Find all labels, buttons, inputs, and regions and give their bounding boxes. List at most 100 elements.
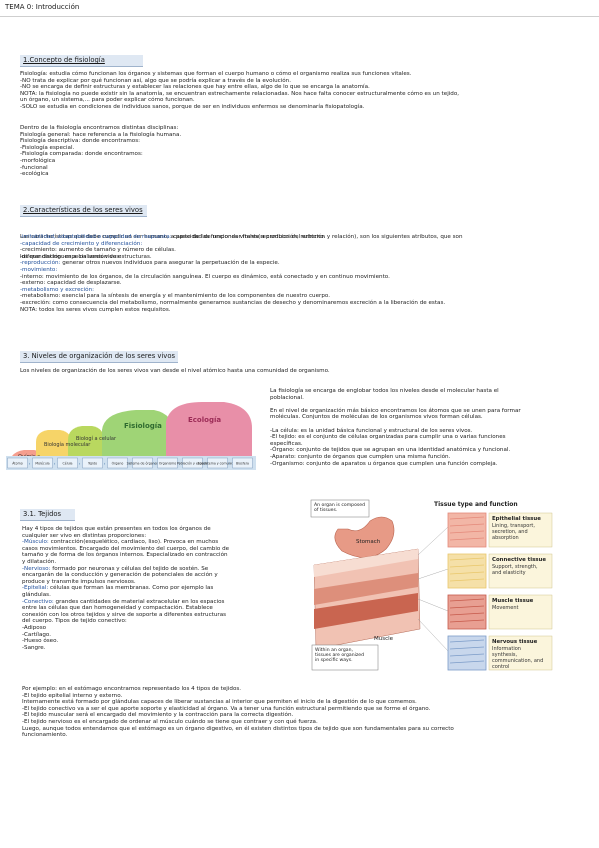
section-1-disciplines-line: Dentro de la fisiología encontramos dist…	[20, 125, 179, 131]
tissue-name: Muscle tissue	[492, 598, 534, 604]
characteristic-item: -externo: capacidad de desplazarse.	[20, 280, 445, 287]
characteristic-item-key: -metabolismo y excreción:	[20, 286, 94, 293]
tissue-item-text: -Cartílago.	[22, 631, 52, 638]
level-step-label: Átomo	[12, 461, 22, 466]
section-heading-1: 1.Concepto de fisiología	[20, 55, 143, 67]
tissue-item: cualquier ser vivo en distintas proporci…	[22, 533, 229, 540]
tissue-item-key: -Epitelial:	[22, 585, 49, 592]
section-2-list: -irritabilidad, adaptabilidad o capacida…	[20, 234, 445, 313]
tissue-item-key: -Conectivo:	[22, 598, 54, 605]
tissue-name: Nervous tissue	[492, 639, 538, 645]
tissue-description: Movement	[492, 605, 519, 611]
tissue-item-text: -Sangre.	[22, 644, 46, 651]
organization-levels-diagram: Químic a Biología molecular Biologí a ce…	[6, 402, 256, 470]
tissue-item-text: conexión con los otros tejidos y sirve d…	[22, 611, 227, 618]
level-arrow-icon: ›	[129, 461, 131, 466]
tissue-item: entre las células que dan homogeneidad y…	[22, 605, 229, 612]
stomach-example-line: -El tejido nervioso es el encargado de o…	[22, 718, 318, 725]
section-3-description-line	[270, 401, 521, 408]
section-3-description-line: -Organismo: conjunto de aparatos u órgan…	[270, 460, 498, 467]
level-step-box	[57, 457, 78, 469]
section-1-line: Fisiología: estudia cómo funcionan los ó…	[20, 71, 412, 77]
level-arrow-icon: ›	[54, 461, 56, 466]
tissue-item: glándulas.	[22, 592, 229, 599]
section-3-description: La fisiología se encarga de englobar tod…	[270, 388, 521, 467]
tissue-item-key: -Nervioso:	[22, 565, 51, 572]
characteristic-item-key: -irritabilidad, adaptabilidad o capacida…	[20, 234, 172, 240]
level-step-box	[32, 457, 53, 469]
tissue-description: Support, strength,	[492, 564, 538, 570]
tissue-item-text: -Hueso óseo.	[22, 638, 59, 645]
tissue-item: -Nervioso: formado por neuronas y célula…	[22, 566, 229, 573]
stomach-label: Stomach	[356, 539, 381, 545]
tissue-item-text: del cuerpo. Tipos de tejido conectivo:	[22, 618, 127, 625]
level-arrow-icon: ›	[179, 461, 181, 466]
tissue-description: synthesis,	[492, 652, 518, 658]
section-3-description-line: moléculas. Conjuntos de moléculas de los…	[270, 414, 483, 421]
tissue-item: -Cartílago.	[22, 632, 229, 639]
label-physiology: Fisiología	[124, 422, 162, 430]
tissue-item-text: tamaño y de forma de los órganos interno…	[22, 552, 228, 559]
section-3-intro: Los niveles de organización de los seres…	[20, 368, 330, 374]
characteristic-item-text: -externo: capacidad de desplazarse.	[20, 280, 122, 287]
callout-bottom	[311, 644, 379, 671]
characteristic-item: -crecimiento: aumento de tamaño y número…	[20, 247, 445, 254]
label-ecology: Ecología	[188, 416, 221, 424]
level-step-box	[7, 457, 28, 469]
tissue-info-box	[488, 512, 553, 548]
tissue-item-text: glándulas.	[22, 591, 51, 598]
characteristic-item: NOTA: todos los seres vivos cumplen esto…	[20, 307, 445, 314]
tissue-item: del cuerpo. Tipos de tejido conectivo:	[22, 618, 229, 625]
stomach-shape	[334, 516, 395, 558]
tissue-header: Tissue type and function	[434, 501, 518, 508]
tissue-name: Epithelial tissue	[492, 516, 541, 522]
stomach-example-line: -El tejido epitelial interno y externo.	[22, 692, 123, 699]
tissue-item: tamaño y de forma de los órganos interno…	[22, 552, 229, 559]
stomach-example-line: Luego, aunque todos entendamos que el es…	[22, 725, 454, 732]
ecology-hump	[166, 402, 252, 470]
section-1-disciplines-line: -morfológica	[20, 157, 56, 164]
characteristic-item: -movimiento:	[20, 267, 445, 274]
section-3-description-line: En el nivel de organización más básico e…	[270, 407, 521, 414]
section-3-description-line: -Órgano: conjunto de tejidos que se agru…	[270, 447, 511, 454]
tissue-description: control	[492, 664, 509, 670]
tissue-item: Hay 4 tipos de tejidos que están present…	[22, 526, 229, 533]
section-1-disciplines-line: -ecológica	[20, 171, 49, 178]
callout-top	[310, 499, 370, 518]
level-arrow-icon: ›	[29, 461, 31, 466]
section-2-intro-line-1: Las características que debe cumplir un …	[20, 234, 463, 241]
level-step-label: Ecosistema y comunidad	[198, 462, 238, 466]
section-1-disciplines-line: -Fisiología comparada: donde encontramos…	[20, 151, 143, 158]
tissue-description: secretion, and	[492, 529, 528, 535]
tissue-item-text: -Adiposo	[22, 624, 47, 631]
label-cell: Biologí a celular	[76, 435, 117, 442]
level-step-label: Sistema de órganos	[127, 462, 159, 466]
tissue-description: communication, and	[492, 658, 543, 664]
level-arrow-icon: ›	[79, 461, 81, 466]
section-1-disciplines-line: Fisiología general: hace referencia a la…	[20, 131, 182, 138]
wall-layer-3	[314, 593, 418, 629]
characteristic-item-text: NOTA: todos los seres vivos cumplen esto…	[20, 306, 171, 313]
level-arrow-icon: ›	[204, 461, 206, 466]
document-title: TEMA 0: Introducción	[5, 3, 80, 11]
tissue-description: Lining, transport,	[492, 523, 535, 529]
section-1-disciplines-line: -funcional	[20, 164, 48, 171]
wall-layer-2	[314, 573, 418, 605]
characteristic-item-text: -crecimiento: aumento de tamaño y número…	[20, 247, 176, 254]
tissue-item-text: entre las células que dan homogeneidad y…	[22, 605, 213, 612]
level-step-label: Órgano	[112, 461, 124, 466]
muscle-label: Muscle	[374, 636, 394, 642]
tissue-description: Information	[492, 646, 521, 652]
stomach-example-line: Por ejemplo: en el estómago encontramos …	[22, 686, 242, 692]
section-1-line: -NO se encarga de definir estructuras y …	[20, 84, 370, 91]
tissue-description: absorption	[492, 535, 519, 541]
level-step-label: Organismo	[159, 462, 176, 466]
characteristic-item-text: capacidad de responder frente a cambios …	[171, 234, 326, 240]
tissue-item-text: encargarán de la conducción y generación…	[22, 572, 218, 579]
stomach-example-text: Por ejemplo: en el estómago encontramos …	[22, 686, 454, 739]
section-3-description-line: -El tejido: es el conjunto de células or…	[270, 434, 506, 441]
label-molecular: Biología molecular	[44, 441, 91, 448]
section-3-description-line: -Aparato: conjunto de órganos que cumple…	[270, 453, 451, 460]
